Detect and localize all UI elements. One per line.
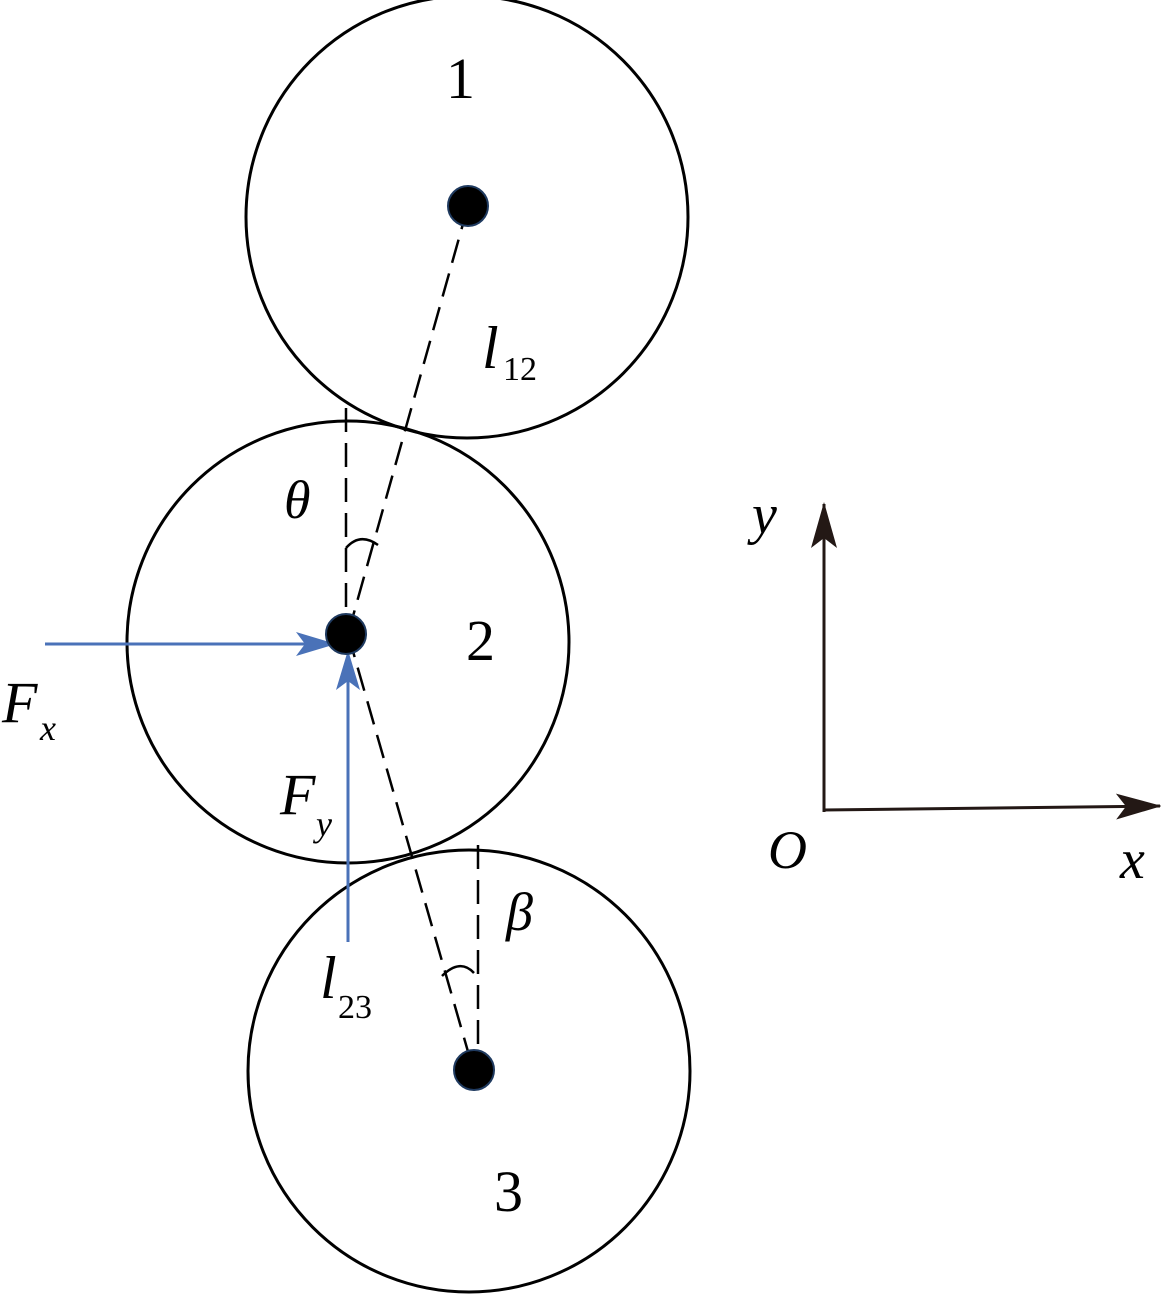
l23-bond-line [346,633,475,1070]
particle-1-label: 1 [446,46,475,111]
theta-label: θ [284,470,311,530]
particle-1-center-dot [447,185,489,227]
beta-angle-arc [441,965,475,977]
x-axis-label: x [1119,829,1145,891]
origin-label: O [768,820,807,880]
particle-3-label: 3 [494,1159,523,1224]
force-y-label: F [279,762,316,827]
y-axis-label: y [747,484,777,546]
particle-3-circle [246,848,692,1294]
force-y-subscript: y [313,804,332,844]
l12-subscript: 12 [503,351,537,388]
l23-label: l [320,945,337,1011]
theta-angle-arc [345,538,379,549]
particle-3-center-dot [453,1049,495,1091]
particle-2-center-dot [325,613,367,655]
l12-bond-line [346,205,470,635]
l12-label: l [482,315,499,381]
x-axis-arrow [822,793,1161,820]
beta-label: β [505,882,533,942]
force-x-subscript: x [39,708,56,748]
l23-subscript: 23 [338,989,372,1026]
particle-1-circle [244,0,690,440]
particle-2-label: 2 [466,608,495,673]
force-x-label: F [1,670,38,735]
